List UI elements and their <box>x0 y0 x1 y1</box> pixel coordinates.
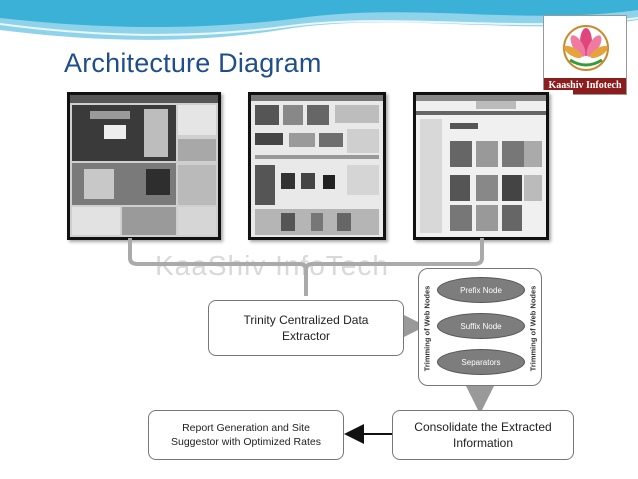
web-nodes-label-left: Trimming of Web Nodes <box>422 285 432 371</box>
separators-node: Separators <box>437 349 525 375</box>
web-nodes-label-right: Trimming of Web Nodes <box>528 285 538 371</box>
lotus-logo-icon <box>563 25 609 71</box>
watermark: KaaShiv InfoTech <box>155 250 389 281</box>
report-generation-label: Report Generation and Site Suggestor wit… <box>171 421 321 448</box>
prefix-node: Prefix Node <box>437 277 525 303</box>
website-screenshot-3 <box>413 92 549 240</box>
data-extractor-label: Trinity Centralized Data Extractor <box>243 312 369 343</box>
data-extractor-box: Trinity Centralized Data Extractor <box>208 300 404 356</box>
company-logo: Kaashiv Infotech <box>543 15 627 95</box>
suffix-node: Suffix Node <box>437 313 525 339</box>
report-generation-box: Report Generation and Site Suggestor wit… <box>148 410 344 460</box>
website-screenshot-2 <box>248 92 386 240</box>
header-wave-decoration <box>0 0 638 40</box>
website-screenshot-1 <box>67 92 221 240</box>
consolidate-box: Consolidate the Extracted Information <box>392 410 574 460</box>
slide-title: Architecture Diagram <box>64 48 322 78</box>
consolidate-label: Consolidate the Extracted Information <box>414 419 552 450</box>
